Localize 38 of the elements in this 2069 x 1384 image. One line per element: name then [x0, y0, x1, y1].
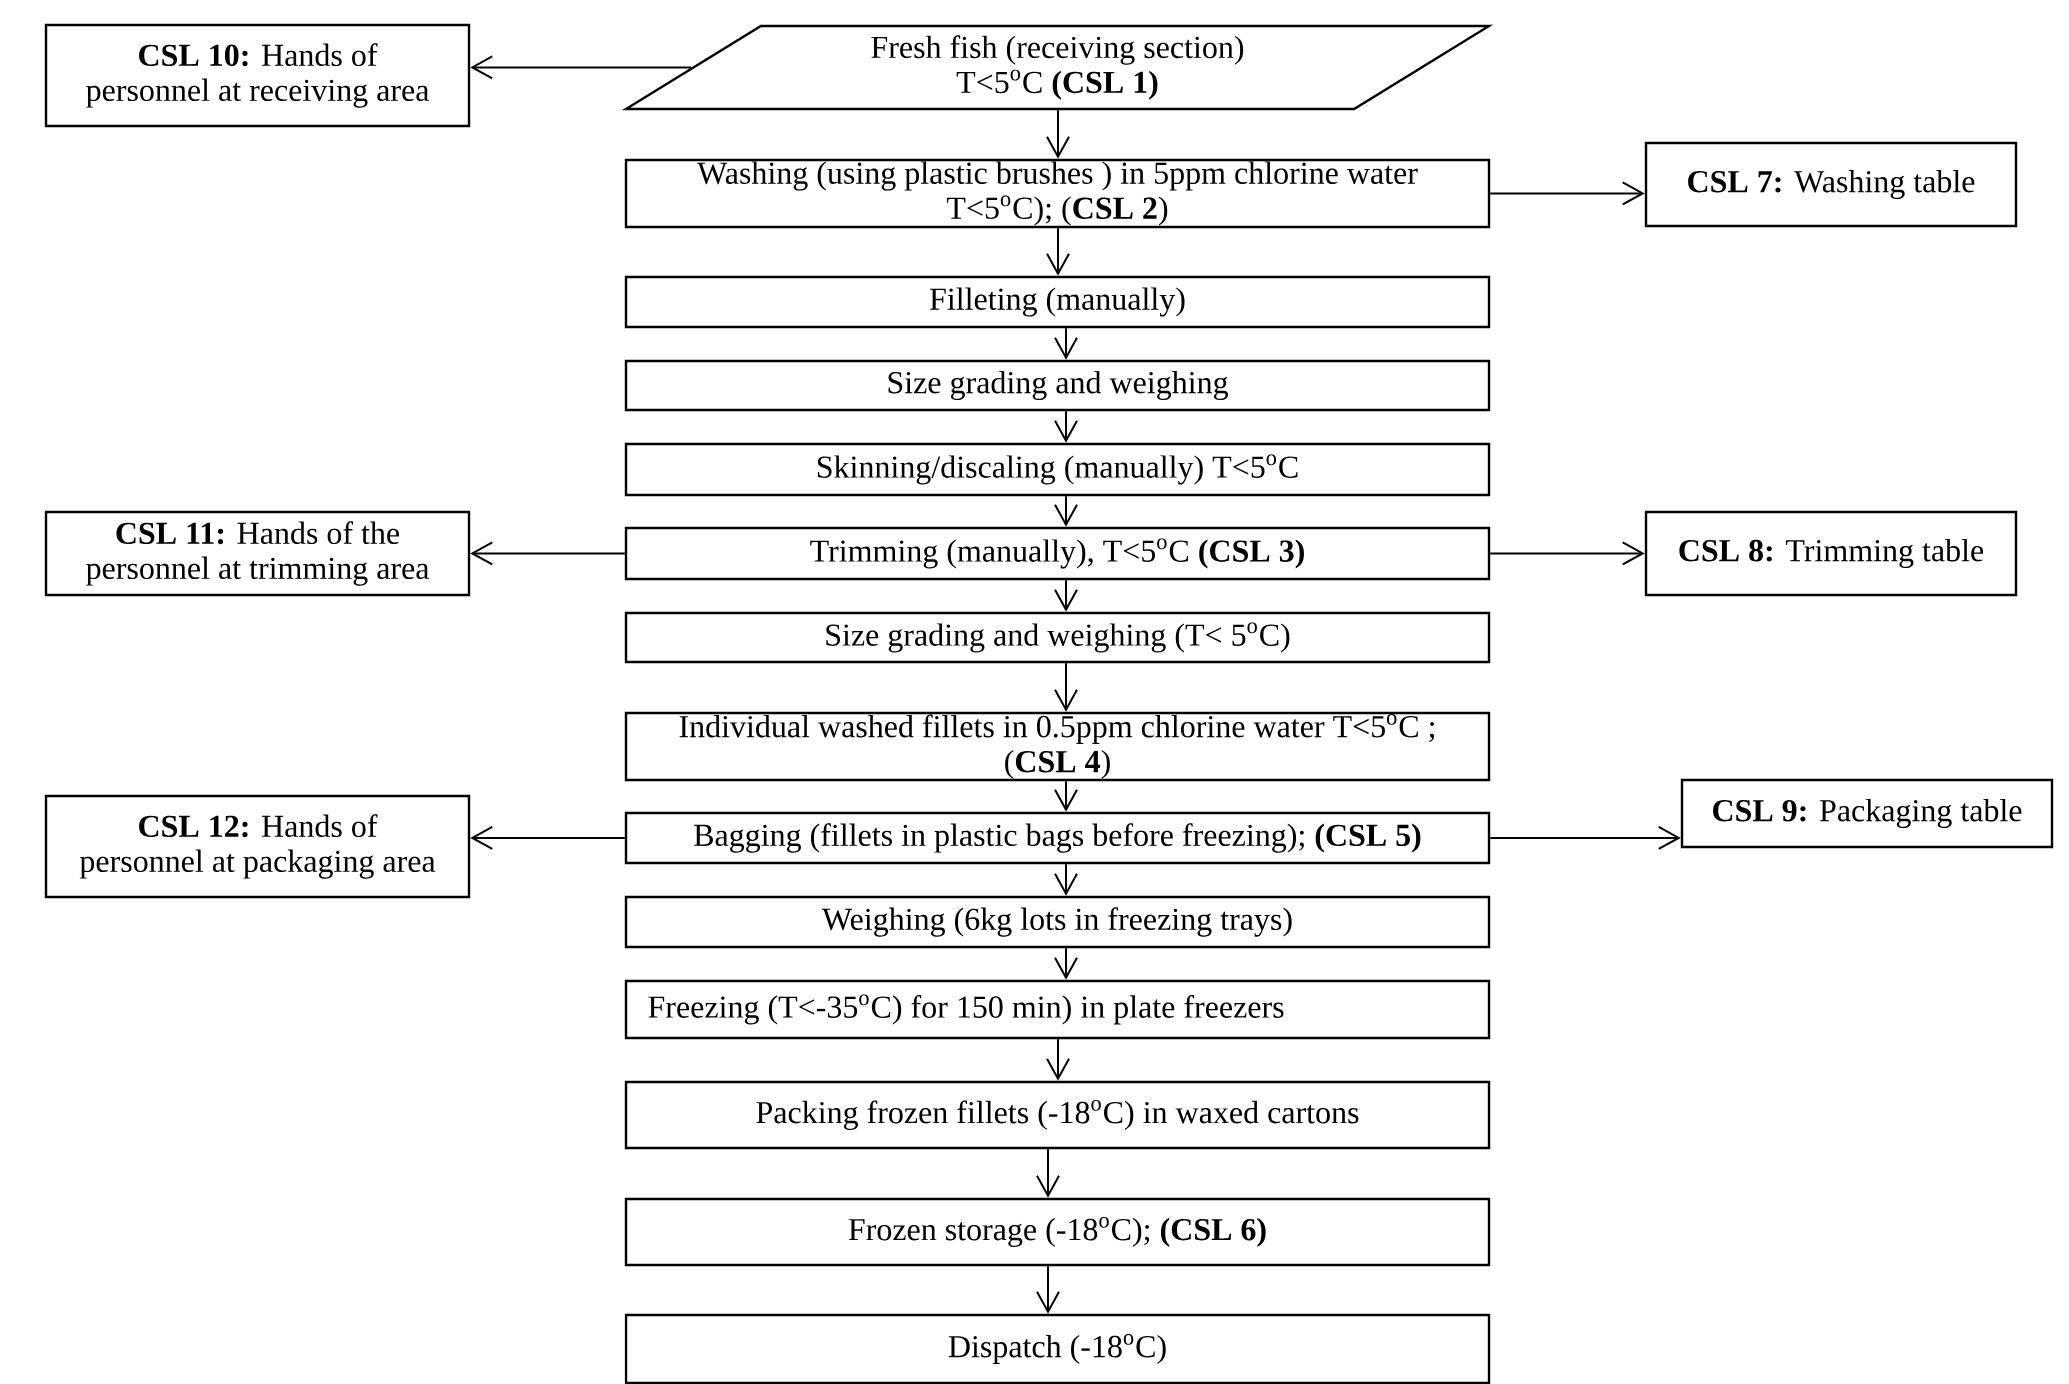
arrow — [1046, 227, 1070, 276]
process-box: Weighing (6kg lots in freezing trays) — [624, 895, 1491, 949]
process-box: Size grading and weighing — [624, 359, 1491, 412]
process-box: Bagging (fillets in plastic bags before freezing); (CSL 5) — [624, 811, 1491, 865]
process-box: Washing (using plastic brushes ) in 5ppm chlorine water T<5$^{o}$C); (CSL 2) — [624, 158, 1491, 229]
process-box: Dispatch (-18$^{o}$C) — [624, 1313, 1491, 1384]
control-point-box: CSL 11: Hands of the personnel at trimming area — [44, 510, 471, 597]
arrow — [1489, 826, 1681, 850]
arrow — [1046, 109, 1070, 159]
arrow — [1036, 1265, 1060, 1314]
process-box: Frozen storage (-18$^{o}$C); (CSL 6) — [624, 1197, 1491, 1267]
control-point-box: CSL 9: Packaging table — [1680, 778, 2054, 849]
arrow — [1054, 410, 1078, 443]
arrow — [1054, 780, 1078, 812]
control-point-box: CSL 12: Hands of personnel at packaging area — [44, 794, 471, 899]
arrow — [1054, 662, 1078, 712]
control-point-box: CSL 8: Trimming table — [1644, 510, 2018, 597]
process-box: Size grading and weighing (T< 5$^{o}$C) — [624, 611, 1491, 664]
process-box: Individual washed fillets in 0.5ppm chlorine water T<5$^{o}$C ; (CSL 4) — [624, 711, 1491, 782]
arrow — [1489, 181, 1645, 206]
arrow — [1054, 327, 1078, 360]
arrow — [1054, 579, 1078, 612]
arrow — [1054, 863, 1078, 896]
arrow — [470, 541, 626, 566]
arrow — [1489, 541, 1645, 566]
arrow — [470, 826, 626, 850]
arrow — [1054, 495, 1078, 527]
process-box: Filleting (manually) — [624, 275, 1491, 329]
arrow — [470, 55, 693, 80]
process-box: Trimming (manually), T<5$^{o}$C (CSL 3) — [624, 526, 1491, 581]
control-point-box: CSL 10: Hands of personnel at receiving area — [44, 23, 471, 128]
process-box: Skinning/discaling (manually) T<5$^{o}$C — [624, 442, 1491, 497]
arrow — [1054, 947, 1078, 980]
control-point-box: CSL 7: Washing table — [1644, 141, 2018, 228]
arrow — [1036, 1148, 1060, 1198]
process-box: Packing frozen fillets (-18$^{o}$C) in waxed cartons — [624, 1080, 1491, 1150]
arrow — [1046, 1038, 1070, 1081]
process-box: Freezing (T<-35$^{o}$C) for 150 min) in plate freezers — [624, 979, 1491, 1040]
